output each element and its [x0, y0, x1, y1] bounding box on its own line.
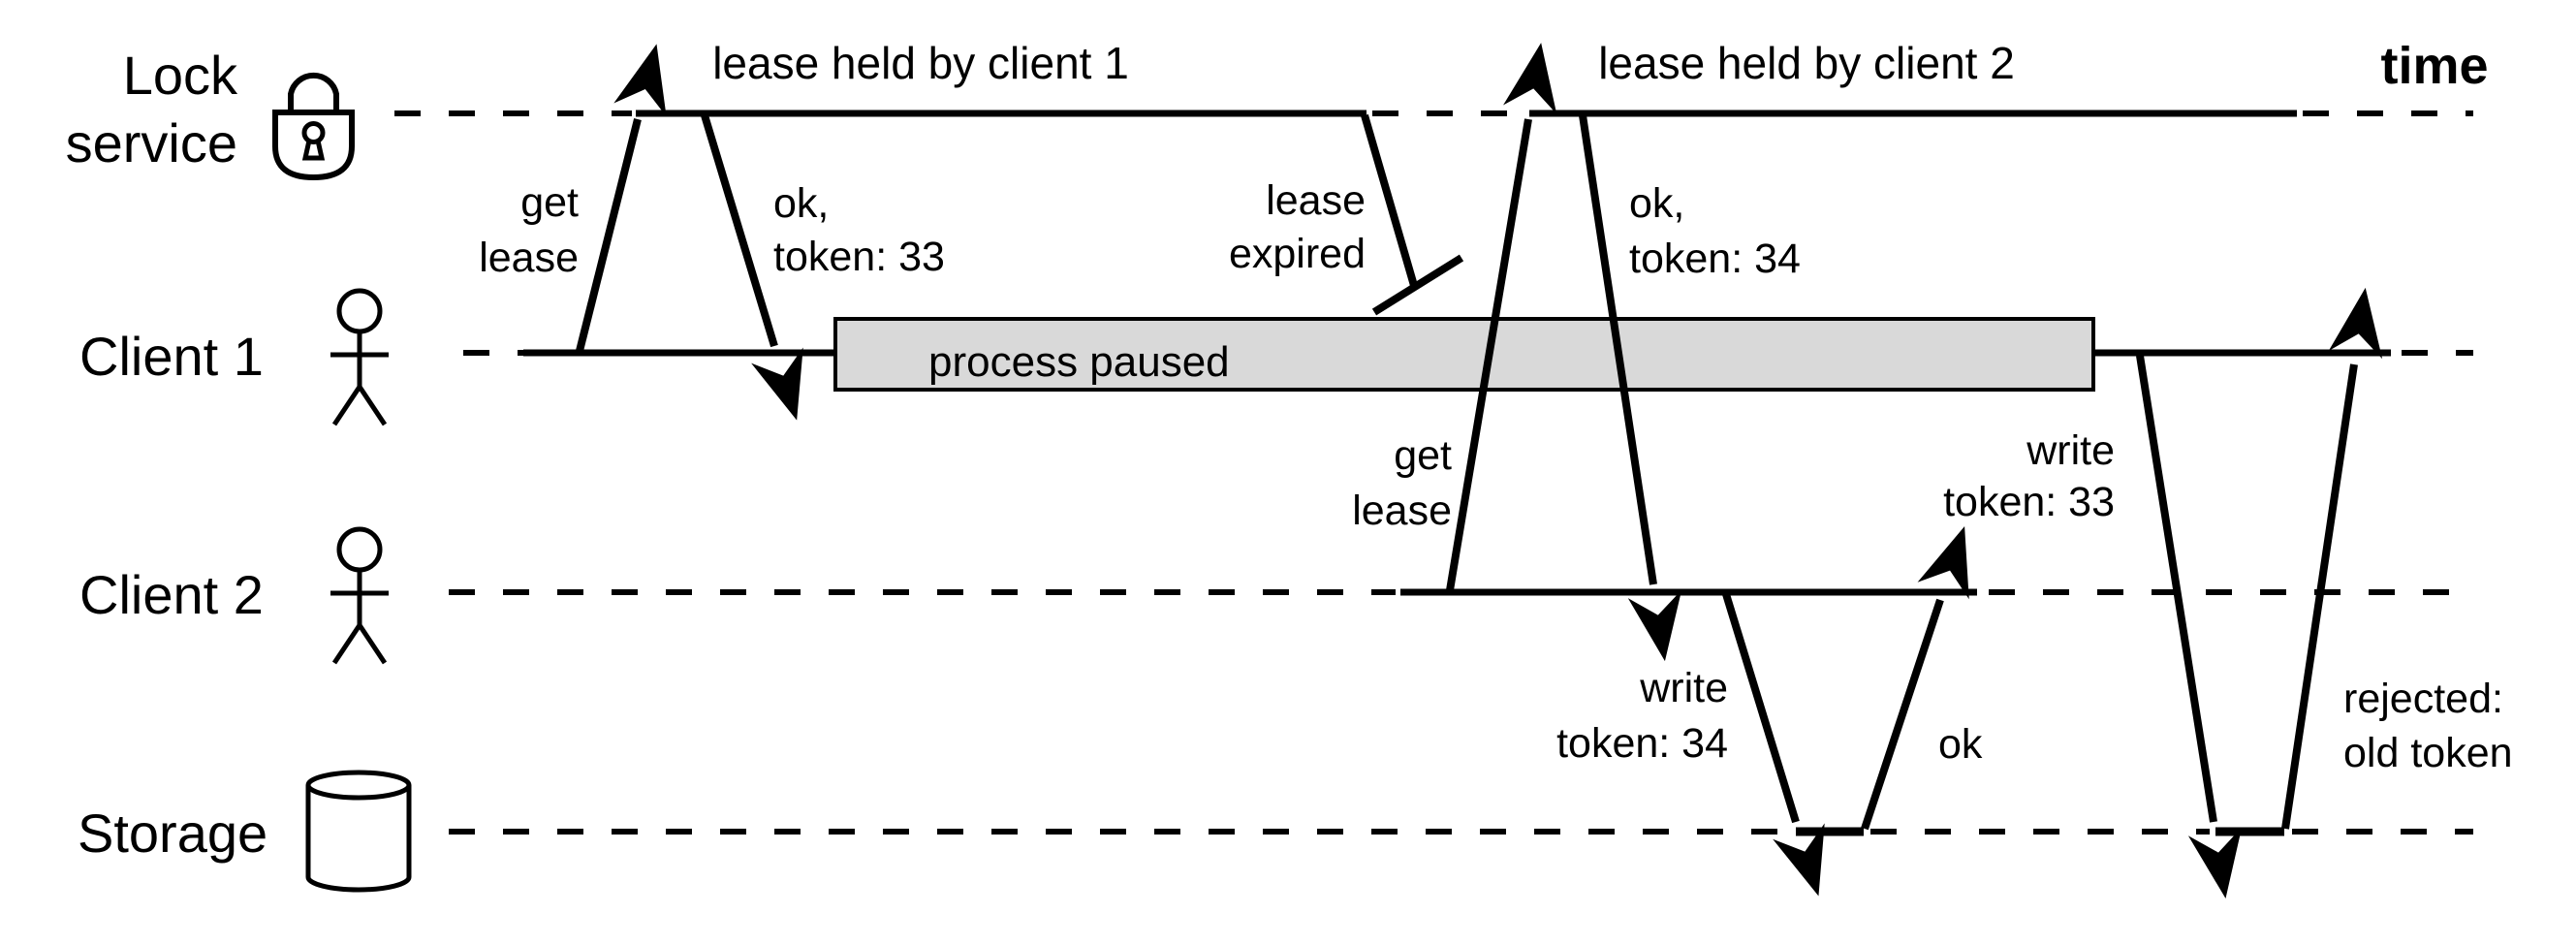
message-lease-expired: lease expired: [1229, 113, 1464, 316]
lane-lock-service: Lock service: [66, 45, 2473, 181]
lease-held-client1-annotation: lease held by client 1: [712, 38, 1129, 88]
write-token-33-label-line2: token: 33: [1943, 479, 2115, 525]
message-get-lease-2: get lease: [1352, 119, 1528, 591]
lane-label-lock-line2: service: [66, 112, 237, 173]
rejected-label-line1: rejected:: [2343, 676, 2503, 722]
process-paused-box: process paused: [833, 317, 2095, 392]
get-lease-1-label-line2: lease: [479, 235, 579, 281]
message-ok-token-34: ok, token: 34: [1579, 114, 1801, 584]
rejected-label-line2: old token: [2343, 730, 2513, 776]
write-token-34-label-line2: token: 34: [1556, 720, 1728, 767]
get-lease-1-label-line1: get: [520, 179, 579, 226]
message-rejected-old-token: rejected: old token: [2281, 364, 2513, 830]
lease-expired-label-line2: expired: [1229, 231, 1366, 277]
lease-held-client2-annotation: lease held by client 2: [1598, 38, 2015, 88]
ok-storage-label: ok: [1938, 721, 1983, 768]
lane-storage: Storage: [78, 770, 2473, 893]
lane-label-lock-line1: Lock: [123, 45, 238, 106]
lease-expired-label-line1: lease: [1266, 177, 1366, 224]
message-get-lease-1: get lease: [479, 119, 638, 352]
write-token-34-label-line1: write: [1639, 665, 1728, 711]
process-paused-label: process paused: [928, 338, 1230, 386]
lane-label-client-1: Client 1: [79, 326, 264, 387]
ok-token-34-label-line2: token: 34: [1629, 236, 1801, 282]
message-write-token-33: write token: 33: [1943, 355, 2284, 832]
time-axis-label: time: [2380, 37, 2488, 95]
write-token-33-label-line1: write: [2026, 427, 2115, 474]
lane-label-storage: Storage: [78, 803, 267, 864]
get-lease-2-label-line2: lease: [1352, 488, 1452, 534]
message-ok-token-33: ok, token: 33: [701, 113, 945, 346]
ok-token-34-label-line1: ok,: [1629, 180, 1684, 227]
get-lease-2-label-line1: get: [1394, 432, 1452, 479]
ok-token-33-label-line2: token: 33: [773, 234, 945, 280]
person-icon: [330, 288, 389, 426]
person-icon: [330, 526, 389, 665]
expired-cross-mark: [1371, 254, 1464, 316]
message-ok-storage: ok: [1861, 600, 1983, 831]
ok-token-33-label-line1: ok,: [773, 180, 829, 227]
database-cylinder-icon: [305, 770, 412, 893]
lane-client-2: Client 2: [79, 526, 2473, 665]
message-write-token-34: write token: 34: [1556, 592, 1864, 832]
padlock-icon: [272, 72, 355, 181]
lane-label-client-2: Client 2: [79, 564, 264, 625]
